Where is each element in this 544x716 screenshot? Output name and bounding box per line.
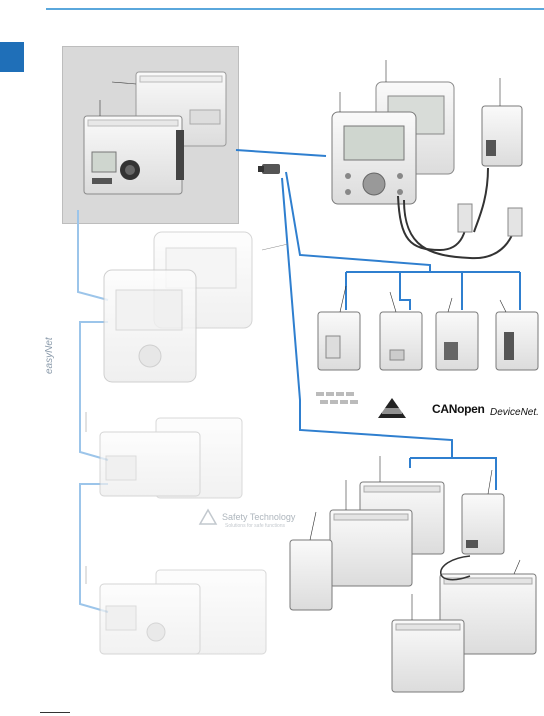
- leader-line: [447, 297, 453, 313]
- gateway-profibus: [317, 311, 361, 371]
- leader-line: [389, 291, 397, 313]
- safety-technology-subtitle: Solutions for safe functions: [225, 523, 286, 529]
- gateway-canopen: [435, 311, 479, 371]
- footer-rule: [40, 712, 70, 713]
- io-module-large-front: [329, 509, 413, 587]
- profibus-logo-icon: [316, 392, 358, 404]
- gateway-asi: [379, 311, 423, 371]
- easynet-lines: [77, 210, 109, 613]
- faded-controller-1: [99, 417, 243, 499]
- network-lines: [235, 149, 521, 490]
- io-module-small-left: [289, 539, 333, 611]
- link-drop-2: [399, 272, 411, 310]
- leader-line: [487, 469, 493, 495]
- canopen-logo: CANopen: [432, 402, 485, 416]
- easynet-link-1: [77, 210, 109, 301]
- safety-technology-logo: Safety Technology: [222, 512, 296, 522]
- io-module-large-bottom: [391, 619, 465, 693]
- power-module-top: [481, 105, 523, 167]
- easy-controller-front: [83, 115, 184, 195]
- leader-line: [339, 285, 347, 313]
- asi-logo-icon: [378, 398, 406, 418]
- link-to-display: [235, 149, 327, 157]
- leader-line: [499, 299, 507, 313]
- safety-logo-icon: [198, 508, 218, 525]
- leader-line: [111, 81, 137, 85]
- display-unit-front: [331, 111, 417, 205]
- io-cable: [440, 555, 471, 581]
- cable-connector: [507, 207, 523, 237]
- gateway-devicenet: [495, 311, 539, 371]
- easynet-label: easyNet: [44, 337, 55, 374]
- header-rule: [46, 8, 544, 10]
- faded-display-front: [103, 269, 197, 383]
- easynet-link-2: [79, 321, 109, 461]
- leader-line: [309, 511, 317, 541]
- faded-controller-2: [99, 569, 267, 655]
- cable-connector: [457, 203, 473, 233]
- link-main-to-modules: [285, 171, 431, 272]
- leader-line: [261, 243, 289, 251]
- link-to-io: [281, 177, 453, 458]
- link-io-bar: [410, 457, 497, 490]
- leader-line: [513, 559, 521, 575]
- easynet-link-3: [79, 483, 109, 613]
- chapter-tab: [0, 42, 24, 72]
- plug-icon: [258, 164, 280, 174]
- io-module-small-right: [461, 493, 505, 555]
- devicenet-logo: DeviceNet.: [490, 407, 539, 418]
